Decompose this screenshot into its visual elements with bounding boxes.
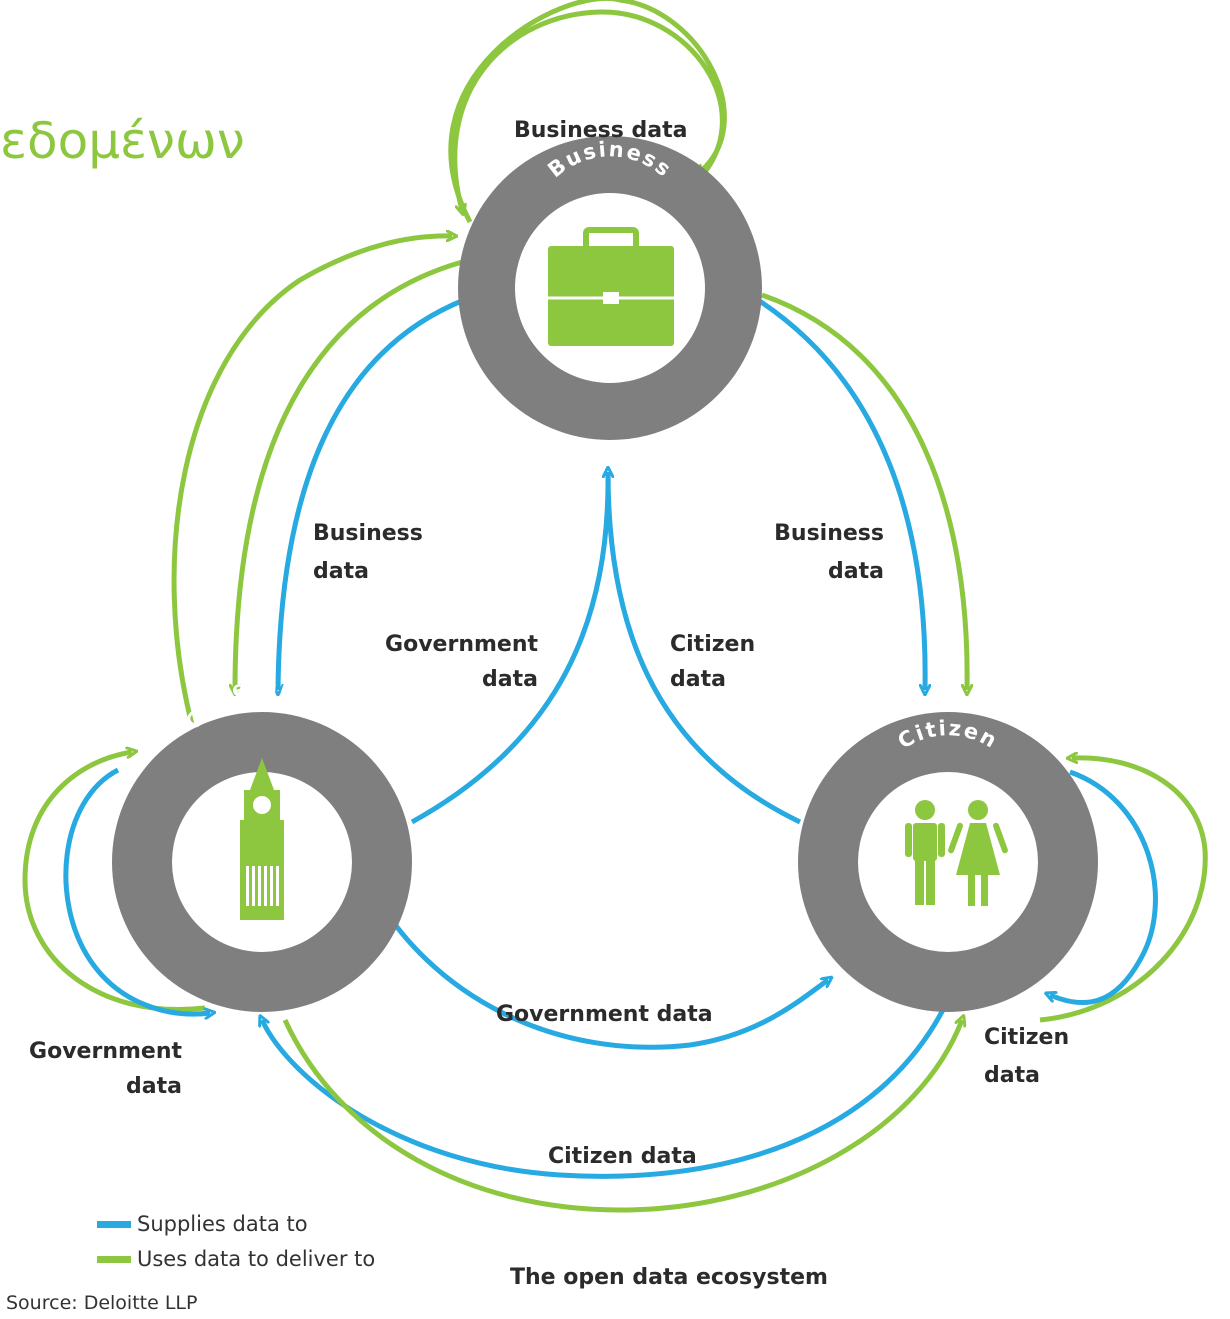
diagram-caption: The open data ecosystem <box>510 1265 828 1290</box>
label-business-to-gov-line1: Business <box>313 521 423 546</box>
label-business-to-cit-line1: Business <box>774 521 884 546</box>
citizen-node: Citizen <box>798 712 1098 1012</box>
label-business-self: Business data <box>514 118 687 143</box>
legend: Supplies data to Uses data to deliver to <box>97 1212 375 1271</box>
business-node: Business <box>458 136 762 440</box>
briefcase-icon <box>548 227 674 346</box>
cit-self-green-arrow <box>1039 758 1208 1023</box>
clock-tower-icon <box>240 758 284 920</box>
gov-to-business-blue-arrow <box>410 472 608 825</box>
business-to-cit-green-arrow <box>761 292 967 690</box>
label-gov-to-business-line2: data <box>482 667 538 692</box>
label-cit-to-business-line1: Citizen <box>670 632 755 657</box>
legend-supplies-swatch <box>97 1221 131 1228</box>
gov-to-cit-blue-arrow <box>365 880 828 1050</box>
cit-to-gov-blue-arrow <box>262 998 951 1179</box>
label-cit-to-business-line2: data <box>670 667 726 692</box>
cit-to-gov-green-arrow <box>282 1020 962 1213</box>
label-business-to-cit-line2: data <box>828 559 884 584</box>
people-icon <box>905 800 1008 906</box>
business-self-green-arrow <box>448 0 727 224</box>
label-cit-self-line1: Citizen <box>984 1025 1069 1050</box>
cit-self-blue-arrow <box>1050 769 1158 1005</box>
label-gov-self-line2: data <box>126 1074 182 1099</box>
label-cit-self-line2: data <box>984 1063 1040 1088</box>
source-note: Source: Deloitte LLP <box>6 1292 197 1314</box>
label-cit-to-gov: Citizen data <box>548 1144 697 1169</box>
business-to-cit-blue-arrow <box>756 297 925 690</box>
label-gov-self-line1: Government <box>29 1039 182 1064</box>
gov-self-green-arrow <box>22 752 206 1012</box>
legend-uses-label: Uses data to deliver to <box>137 1247 375 1271</box>
legend-uses-swatch <box>97 1256 131 1263</box>
label-gov-to-cit: Government data <box>496 1002 713 1027</box>
government-node: Government <box>112 673 412 1012</box>
cit-to-business-blue-arrow <box>605 471 802 825</box>
gov-to-business-green-arrow <box>171 236 452 726</box>
business-to-gov-green-arrow <box>235 259 463 690</box>
business-self-arrow-inner <box>452 9 725 210</box>
slide-title: εδομένων <box>0 112 245 170</box>
business-to-gov-blue-arrow <box>278 297 465 690</box>
legend-supplies-label: Supplies data to <box>137 1212 308 1236</box>
gov-self-blue-arrow <box>63 767 210 1014</box>
label-gov-to-business-line1: Government <box>385 632 538 657</box>
label-business-to-gov-line2: data <box>313 559 369 584</box>
